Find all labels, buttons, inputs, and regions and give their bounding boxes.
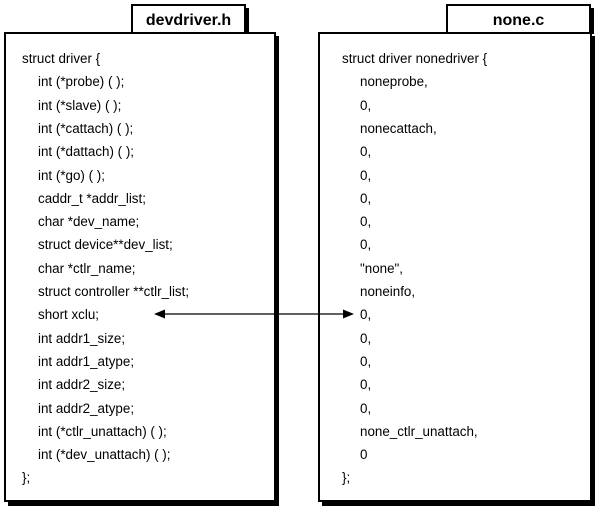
right-file-line: 0, xyxy=(360,214,372,230)
left-file-line: int (*cattach) ( ); xyxy=(38,120,134,136)
right-panel-shadow-right xyxy=(591,36,595,506)
left-file-line: int (*go) ( ); xyxy=(38,167,105,183)
left-file-line: int addr1_atype; xyxy=(38,353,135,369)
right-file-line: 0, xyxy=(360,97,372,113)
left-file-line: int addr2_size; xyxy=(38,377,126,393)
left-file-tab-label: devdriver.h xyxy=(145,12,232,29)
left-file-line: }; xyxy=(22,470,31,486)
right-file-line: 0, xyxy=(360,400,372,416)
right-file-tab: none.c xyxy=(446,4,591,34)
left-file-line: char *ctlr_name; xyxy=(38,260,136,276)
right-file-line: 0 xyxy=(360,447,368,463)
right-file-tab-label: none.c xyxy=(492,12,545,29)
arrow-head-left xyxy=(154,309,165,319)
right-file-line: 0, xyxy=(360,307,372,323)
left-file-line: int (*dattach) ( ); xyxy=(38,144,134,160)
left-file-line: int addr1_size; xyxy=(38,330,126,346)
left-file-line: int (*ctlr_unattach) ( ); xyxy=(38,423,167,439)
right-file-line: none_ctlr_unattach, xyxy=(360,423,478,439)
left-file-line: int (*dev_unattach) ( ); xyxy=(38,447,171,463)
right-file-line: 0, xyxy=(360,330,372,346)
right-file-line: nonecattach, xyxy=(360,120,437,136)
left-file-tab: devdriver.h xyxy=(131,4,246,34)
right-file-line: 0, xyxy=(360,190,372,206)
left-file-line: caddr_t *addr_list; xyxy=(38,190,146,206)
right-file-line: }; xyxy=(342,470,351,486)
right-file-line: noneprobe, xyxy=(360,74,428,90)
left-file-line: short xclu; xyxy=(38,307,100,323)
left-panel-shadow-right xyxy=(275,36,279,506)
left-panel-shadow-bottom xyxy=(8,502,279,506)
left-file-line: struct driver { xyxy=(22,51,101,66)
right-file-line: 0, xyxy=(360,377,372,393)
left-file-panel xyxy=(4,32,276,502)
arrow-head-right xyxy=(343,309,354,319)
right-file-line: struct driver nonedriver { xyxy=(342,51,488,66)
left-file-line: char *dev_name; xyxy=(38,214,140,230)
right-tab-shadow xyxy=(590,8,594,34)
right-file-line: "none", xyxy=(360,260,404,276)
right-file-line: 0, xyxy=(360,237,372,253)
left-file-line: int addr2_atype; xyxy=(38,400,135,416)
right-file-line: 0, xyxy=(360,167,372,183)
left-tab-shadow xyxy=(245,8,249,34)
left-file-line: int (*probe) ( ); xyxy=(38,74,125,90)
right-file-panel xyxy=(318,32,592,502)
right-file-line: 0, xyxy=(360,144,372,160)
left-file-line: int (*slave) ( ); xyxy=(38,97,122,113)
left-file-line: struct device**dev_list; xyxy=(38,237,173,253)
right-file-line: noneinfo, xyxy=(360,284,416,299)
right-file-line: 0, xyxy=(360,353,372,369)
left-file-line: struct controller **ctlr_list; xyxy=(38,284,190,299)
right-panel-shadow-bottom xyxy=(322,502,595,506)
